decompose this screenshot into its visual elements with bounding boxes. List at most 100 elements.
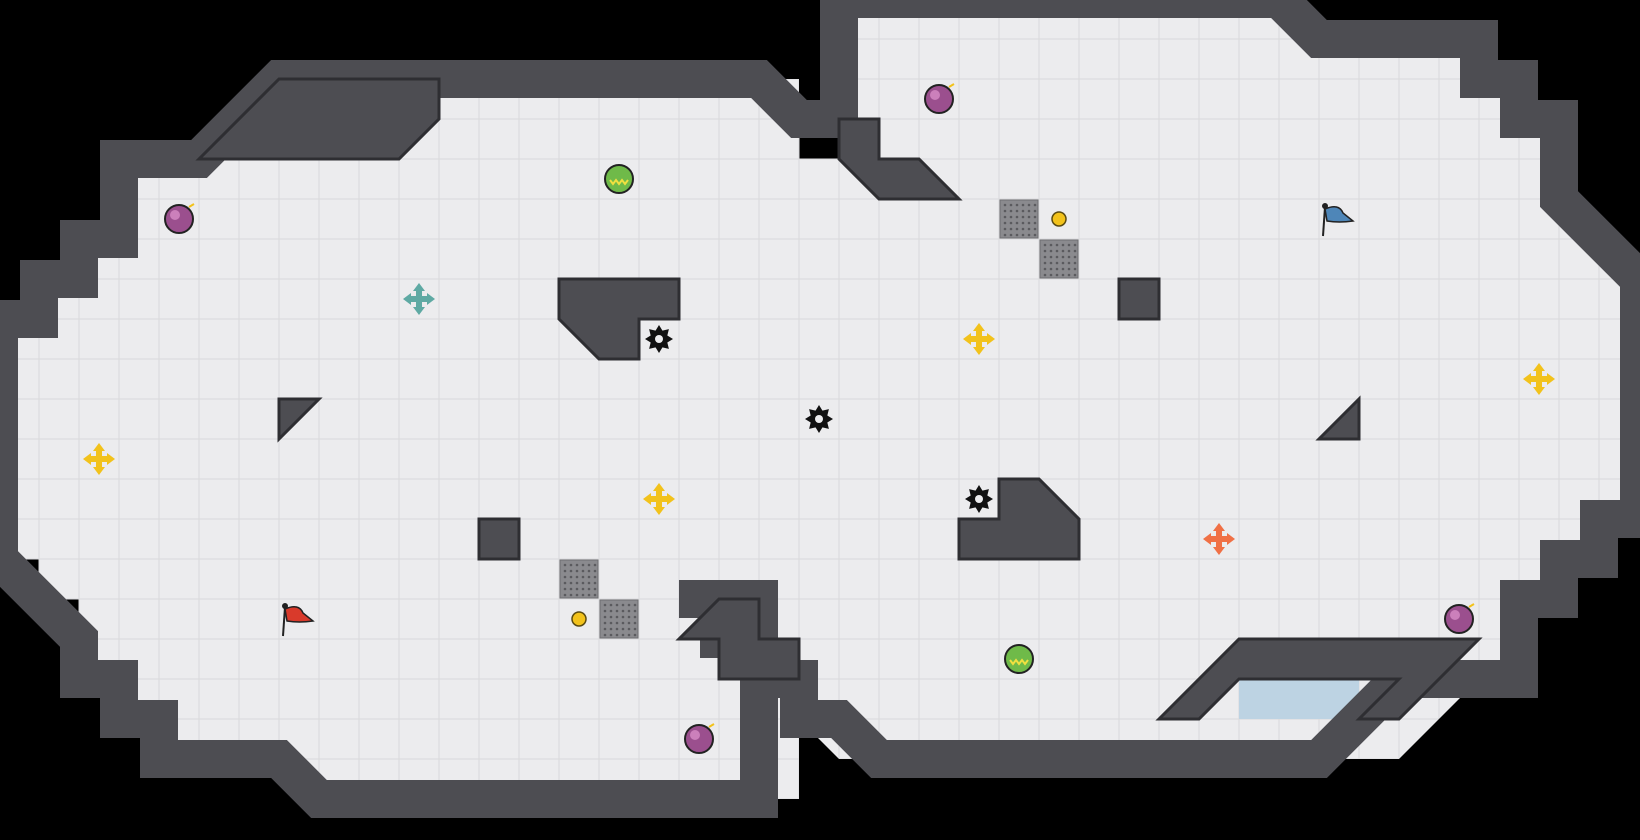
powerup-icon[interactable] xyxy=(1444,603,1475,634)
flag-top xyxy=(282,603,288,609)
gate-dot xyxy=(621,615,625,619)
boost-arrow xyxy=(1547,373,1555,385)
powerup-icon[interactable] xyxy=(684,723,715,754)
wall-left-triangle xyxy=(277,397,323,443)
gate-dot xyxy=(1043,243,1047,247)
red-flag-icon[interactable] xyxy=(282,603,315,637)
gate-dot xyxy=(1067,267,1071,271)
button-icon[interactable] xyxy=(1051,211,1067,227)
gate-body xyxy=(599,599,639,639)
gate-dot xyxy=(1055,249,1059,253)
gate-dot xyxy=(1067,273,1071,277)
speed-boost-icon[interactable] xyxy=(83,443,115,475)
gate-dot xyxy=(1033,233,1037,237)
gate-dot xyxy=(1055,243,1059,247)
gate-dot xyxy=(1027,221,1031,225)
floor-row xyxy=(39,559,1599,599)
powerup-spark xyxy=(188,203,195,208)
gate-dot xyxy=(1049,243,1053,247)
gate-dot xyxy=(603,609,607,613)
spike-icon xyxy=(805,405,833,433)
boost-arrow xyxy=(653,507,665,515)
gate-dot xyxy=(621,603,625,607)
gate-dot xyxy=(1043,273,1047,277)
boost-arrow xyxy=(653,483,665,491)
gate-dot xyxy=(569,569,573,573)
gate-dot xyxy=(1073,261,1077,265)
object-layer xyxy=(83,83,1555,754)
gate-dot xyxy=(575,575,579,579)
gate-dot xyxy=(581,575,585,579)
gate-dot xyxy=(1015,227,1019,231)
speed-boost-icon[interactable] xyxy=(643,483,675,515)
boost-arm-h xyxy=(967,336,991,342)
gate-dot xyxy=(575,569,579,573)
spike-center xyxy=(655,335,663,343)
gate-dot xyxy=(1061,273,1065,277)
powerup-orb xyxy=(684,724,714,754)
gate-dot xyxy=(1021,215,1025,219)
gate-dot xyxy=(1061,243,1065,247)
gate-dot xyxy=(1073,249,1077,253)
gate-dot xyxy=(1073,255,1077,259)
wall-bottom-step xyxy=(675,597,801,681)
gate-dot xyxy=(1015,233,1019,237)
spike-center xyxy=(815,415,823,423)
gate-dot xyxy=(1055,267,1059,271)
powerup-icon[interactable] xyxy=(164,203,195,234)
wall-mid-block xyxy=(957,477,1081,561)
speed-boost-icon[interactable] xyxy=(963,323,995,355)
gate-dot xyxy=(587,593,591,597)
gate-dot xyxy=(615,633,619,637)
gate-dot xyxy=(627,615,631,619)
gate-dot xyxy=(633,615,637,619)
gate-dot xyxy=(581,581,585,585)
spike-center xyxy=(975,495,983,503)
gate-dot xyxy=(581,569,585,573)
wall-right-square xyxy=(1117,277,1161,321)
bomb-body xyxy=(1004,644,1034,674)
gate-dot xyxy=(609,615,613,619)
wall-top-notch xyxy=(837,117,963,201)
gate-dot xyxy=(1021,221,1025,225)
gate-dot xyxy=(1015,221,1019,225)
floor-row xyxy=(79,599,1559,639)
button-icon[interactable] xyxy=(571,611,587,627)
boost-arrow xyxy=(93,467,105,475)
gate-dot xyxy=(633,609,637,613)
floor-row xyxy=(79,239,1639,279)
red-team-boost-icon[interactable] xyxy=(1203,523,1235,555)
gate-dot xyxy=(593,593,597,597)
gate-dot xyxy=(615,603,619,607)
gate-dot xyxy=(615,615,619,619)
gate-dot xyxy=(633,627,637,631)
boost-arrow xyxy=(667,493,675,505)
gate-dot xyxy=(621,633,625,637)
powerup-icon[interactable] xyxy=(924,83,955,114)
gate-dot xyxy=(563,575,567,579)
gate-dot xyxy=(627,633,631,637)
speed-boost-icon[interactable] xyxy=(1523,363,1555,395)
gate-dot xyxy=(627,627,631,631)
powerup-shine xyxy=(690,730,700,740)
rolling-bomb-icon[interactable] xyxy=(604,164,634,194)
gate-dot xyxy=(1067,255,1071,259)
powerup-orb xyxy=(1444,604,1474,634)
gate-tile xyxy=(559,559,599,599)
gate-dot xyxy=(1043,267,1047,271)
gate-dot xyxy=(1033,227,1037,231)
flag-pole xyxy=(282,606,286,637)
boost-arrow xyxy=(1523,373,1531,385)
flag-cloth xyxy=(284,606,315,623)
boost-arrow xyxy=(107,453,115,465)
boost-arrow xyxy=(1213,547,1225,555)
gate-dot xyxy=(1015,203,1019,207)
blue-flag-icon[interactable] xyxy=(1322,203,1355,237)
blue-team-boost-icon[interactable] xyxy=(403,283,435,315)
spike-icon xyxy=(965,485,993,513)
gate-dot xyxy=(569,587,573,591)
gate-dot xyxy=(1049,273,1053,277)
gate-dot xyxy=(1027,215,1031,219)
rolling-bomb-icon[interactable] xyxy=(1004,644,1034,674)
gate-dot xyxy=(621,627,625,631)
